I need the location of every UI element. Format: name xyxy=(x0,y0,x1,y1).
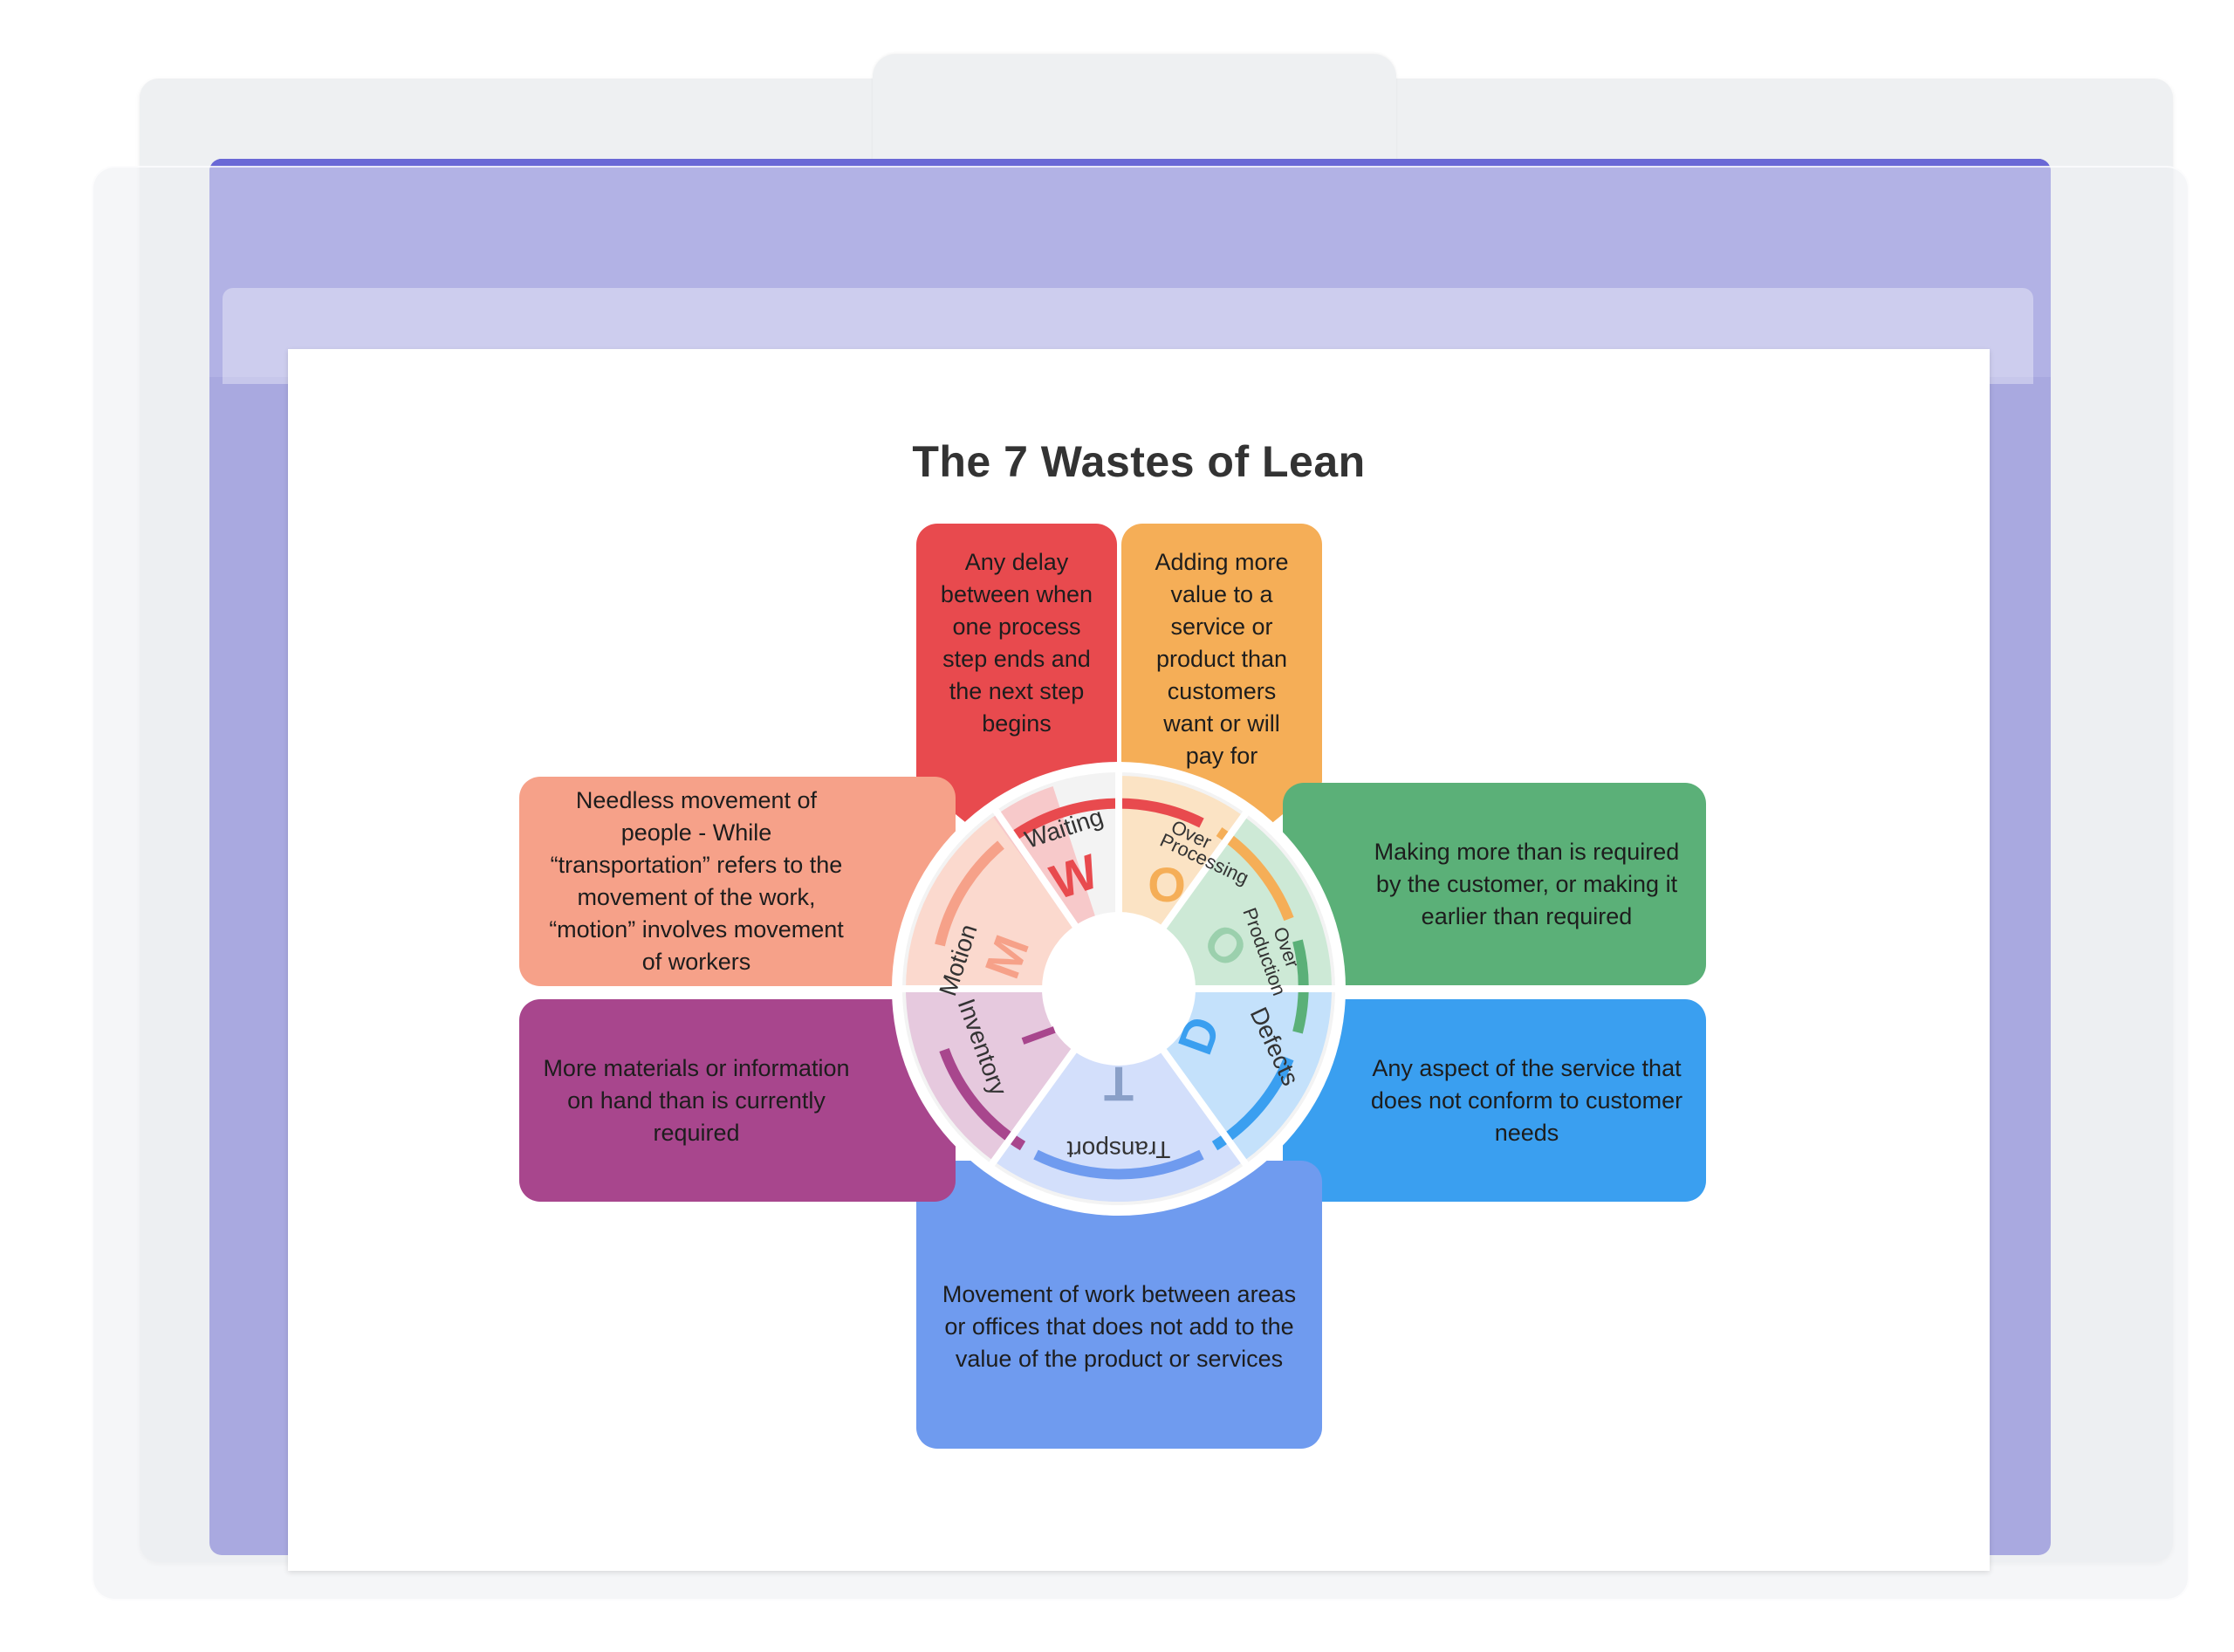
waiting-description: Any delay between when one process step … xyxy=(940,549,1093,737)
defects-description: Any aspect of the service that does not … xyxy=(1370,1054,1683,1146)
inventory-description: More materials or information on hand th… xyxy=(543,1054,850,1146)
defects-box: Any aspect of the service that does not … xyxy=(1283,999,1706,1202)
transport-description: Movement of work between areas or office… xyxy=(942,1280,1297,1372)
inventory-box: More materials or information on hand th… xyxy=(519,999,956,1202)
sheet-title: The 7 Wastes of Lean xyxy=(912,437,1366,486)
transport-segment xyxy=(993,989,1244,1203)
motion-box: Needless movement of people - While “tra… xyxy=(519,777,956,986)
waste-wheel: W O O D T I M Waiting Over Processing Ov… xyxy=(892,762,1346,1216)
over-processing-description: Adding more value to a service or produc… xyxy=(1155,549,1289,769)
wheel-center xyxy=(1042,912,1196,1066)
over-production-box: Making more than is required by the cust… xyxy=(1283,783,1706,985)
over-processing-letter: O xyxy=(1148,857,1186,912)
motion-description: Needless movement of people - While “tra… xyxy=(549,787,844,975)
transport-label: Transport xyxy=(1066,1136,1170,1163)
printed-sheet: The 7 Wastes of Lean Any delay between w… xyxy=(288,349,1990,1571)
over-production-description: Making more than is required by the cust… xyxy=(1374,838,1680,929)
transport-letter: T xyxy=(1104,1057,1134,1112)
